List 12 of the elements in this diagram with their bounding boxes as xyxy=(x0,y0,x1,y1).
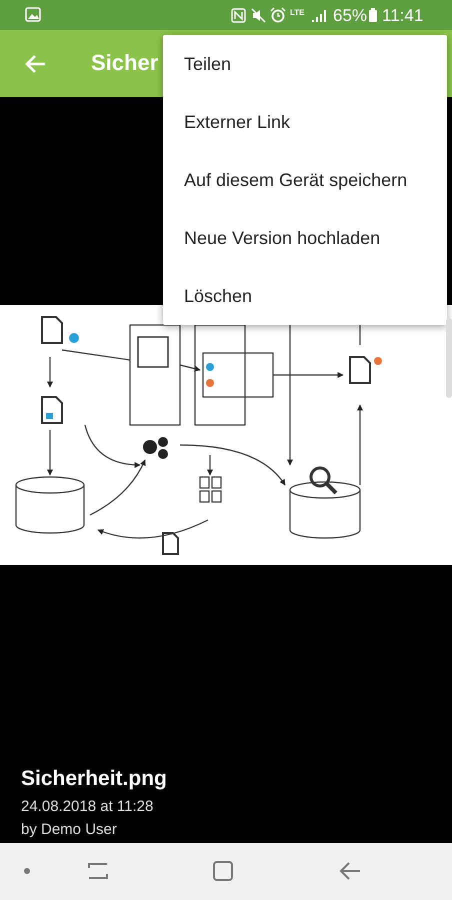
upload-date: 24.08.2018 at 11:28 xyxy=(21,798,154,816)
clock-time: 11:41 xyxy=(382,6,424,26)
file-name: Sicherheit.png xyxy=(21,767,167,792)
uploader-name: by Demo User xyxy=(21,821,117,838)
menu-item: Teilen xyxy=(163,35,447,93)
menu-item: Externer Link xyxy=(163,93,447,151)
battery-level: 65% xyxy=(333,6,368,26)
menu-item: Auf diesem Gerät speichern xyxy=(163,151,447,209)
screen-title: Sicher xyxy=(91,50,158,76)
menu-item: Löschen xyxy=(163,267,447,325)
network-type: LTE xyxy=(290,8,305,18)
menu-item: Neue Version hochladen xyxy=(163,209,447,267)
